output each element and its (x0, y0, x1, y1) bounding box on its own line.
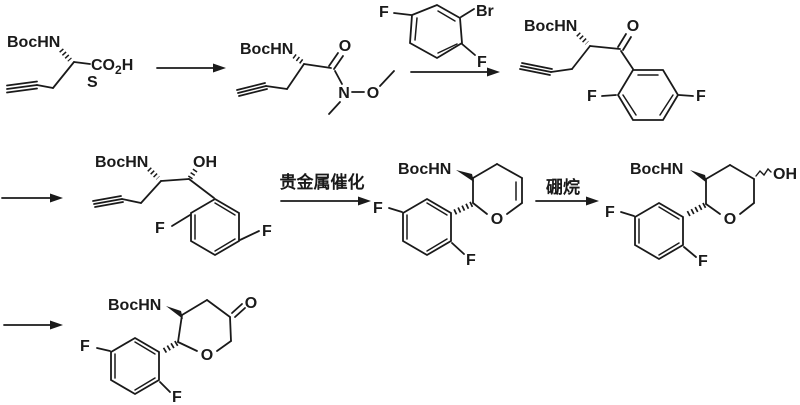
fluorine-label: F (373, 200, 383, 217)
aryl-ring (402, 197, 452, 257)
o-methyl-bond (379, 70, 395, 87)
stereo-hash-bond (59, 48, 72, 62)
hydroxyl-label: OH (773, 166, 797, 183)
amine-label: BocHN (95, 154, 148, 171)
stereo-hash-bond (147, 167, 160, 180)
arrow-step-2 (410, 67, 500, 77)
arrow-step-7 (3, 320, 63, 330)
methoxy-o-label: O (367, 85, 379, 102)
hydroxy-squiggle-bond (755, 167, 772, 177)
fluorine-label: F (262, 223, 272, 240)
fluorine-label: F (698, 253, 708, 270)
amine-label: BocHN (240, 41, 293, 58)
ring-o-label: O (201, 347, 213, 364)
ring-o-label: O (491, 211, 503, 228)
fluorine-label: F (696, 88, 706, 105)
arrow-step-1 (156, 63, 226, 73)
structure-dihydropyran: BocHN O F F (373, 161, 523, 269)
amine-label: BocHN (108, 297, 161, 314)
hydroxyl-label: OH (193, 154, 217, 171)
alkyne-triple-bond (92, 195, 122, 202)
stereo-wedge-bond (166, 306, 183, 319)
fluorine-label: F (80, 338, 90, 355)
ring-o-label: O (724, 211, 736, 228)
amine-label: BocHN (398, 161, 451, 178)
alkyne-triple-bond (521, 62, 553, 70)
arrow-step-3 (1, 193, 63, 203)
fluorine-label: F (477, 54, 487, 71)
ketone-double-bond (231, 303, 243, 314)
stereo-s-label: S (87, 74, 98, 91)
alkyne-triple-bond (6, 80, 38, 87)
stereo-hash-bond (576, 32, 589, 45)
fluorine-label: F (466, 252, 476, 269)
carbonyl-o-label: O (339, 38, 351, 55)
aryl-ring (110, 336, 160, 396)
aryl-ring (634, 201, 684, 261)
catalyst-reagent-label: 贵金属催化 (280, 172, 365, 192)
ketone-o-label: O (245, 295, 257, 312)
fluorine-label: F (587, 88, 597, 105)
amine-label: BocHN (630, 161, 683, 178)
carbonyl-double-bond (328, 52, 339, 67)
amine-label: BocHN (524, 18, 577, 35)
alkyne-triple-bond (236, 82, 266, 91)
borane-reagent-label: 硼烷 (546, 177, 580, 197)
carbonyl-double-bond (617, 33, 627, 48)
reagent-bromo-difluorobenzene: F Br F (379, 3, 494, 71)
amide-n-label: N (338, 85, 350, 102)
structure-tetrahydropyranol: BocHN O OH F F (605, 161, 797, 270)
aryl-ring (190, 197, 240, 257)
amine-label: BocHN (7, 34, 60, 51)
stereo-wedge-bond (690, 170, 707, 183)
bromine-label: Br (476, 3, 494, 20)
carboxylic-acid-label: CO2H (91, 57, 133, 77)
fluorine-label: F (379, 4, 389, 21)
aryl-hash-bond (684, 202, 707, 218)
carbonyl-o-label: O (627, 18, 639, 35)
fluorine-label: F (172, 389, 182, 405)
arrow-step-6: 硼烷 (535, 177, 599, 206)
aryl-ring (616, 69, 680, 121)
aryl-hash-bond (451, 201, 474, 216)
structure-aryl-ketone: BocHN O F F (519, 18, 706, 121)
n-methyl-bond (328, 101, 341, 115)
fluorine-label: F (605, 204, 615, 221)
stereo-wedge-bond (456, 170, 474, 182)
aryl-hash-bond (160, 340, 179, 355)
structure-tetrahydropyranone: BocHN O O F F (80, 295, 257, 405)
structure-boc-alkynyl-acid: BocHN CO2H S (6, 34, 133, 94)
fluorine-label: F (155, 220, 165, 237)
stereo-hash-bond (292, 54, 304, 64)
arrow-step-5: 贵金属催化 (280, 172, 371, 206)
hydroxy-hash-bond (187, 167, 199, 180)
structure-weinreb-amide: BocHN O N O (236, 38, 395, 115)
structure-amino-alcohol: BocHN OH F F (92, 154, 272, 257)
